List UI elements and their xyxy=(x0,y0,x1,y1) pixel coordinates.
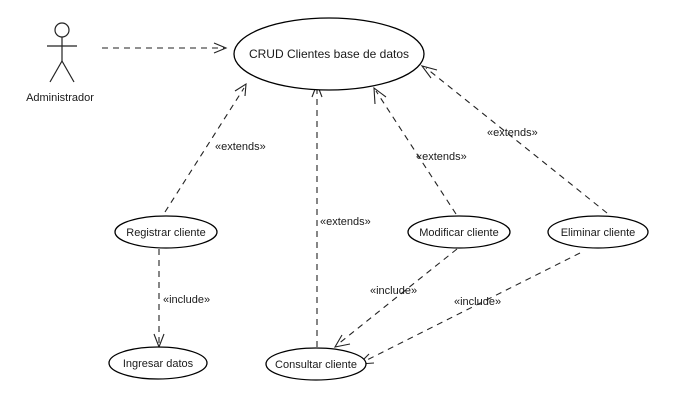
label-include-eliminar: «include» xyxy=(454,296,501,308)
use-case-ingresar-datos-label: Ingresar datos xyxy=(123,358,194,370)
label-include-registrar: «include» xyxy=(163,294,210,306)
use-case-eliminar-cliente[interactable]: Eliminar cliente xyxy=(547,215,649,249)
dependency-modificar-extends-main xyxy=(373,86,457,215)
association-actor-main xyxy=(102,42,228,54)
dependency-modificar-include-consultar xyxy=(333,248,458,348)
use-case-modificar-cliente[interactable]: Modificar cliente xyxy=(407,215,511,249)
use-case-eliminar-cliente-label: Eliminar cliente xyxy=(561,227,636,239)
use-case-modificar-cliente-label: Modificar cliente xyxy=(419,227,498,239)
actor-label: Administrador xyxy=(26,92,94,104)
use-case-consultar-cliente-label: Consultar cliente xyxy=(275,359,357,371)
use-case-registrar-cliente[interactable]: Registrar cliente xyxy=(114,215,218,249)
use-case-consultar-cliente[interactable]: Consultar cliente xyxy=(265,347,367,381)
dependency-eliminar-extends-main xyxy=(420,65,608,214)
label-extends-consultar: «extends» xyxy=(320,216,371,228)
dependency-registrar-extends-main xyxy=(164,82,247,213)
dependency-eliminar-include-consultar xyxy=(357,252,581,365)
actor-right-leg xyxy=(61,60,75,83)
label-extends-eliminar: «extends» xyxy=(487,127,538,139)
label-extends-registrar: «extends» xyxy=(215,141,266,153)
label-extends-modificar: «extends» xyxy=(416,151,467,163)
actor-head xyxy=(54,22,70,38)
use-case-crud-clientes-label: CRUD Clientes base de datos xyxy=(249,47,409,61)
label-include-modificar: «include» xyxy=(370,285,417,297)
use-case-registrar-cliente-label: Registrar cliente xyxy=(126,227,205,239)
use-case-ingresar-datos[interactable]: Ingresar datos xyxy=(108,346,208,380)
use-case-crud-clientes[interactable]: CRUD Clientes base de datos xyxy=(233,17,425,91)
actor-administrador[interactable]: Administrador xyxy=(26,22,94,104)
actor-left-leg xyxy=(49,60,63,83)
